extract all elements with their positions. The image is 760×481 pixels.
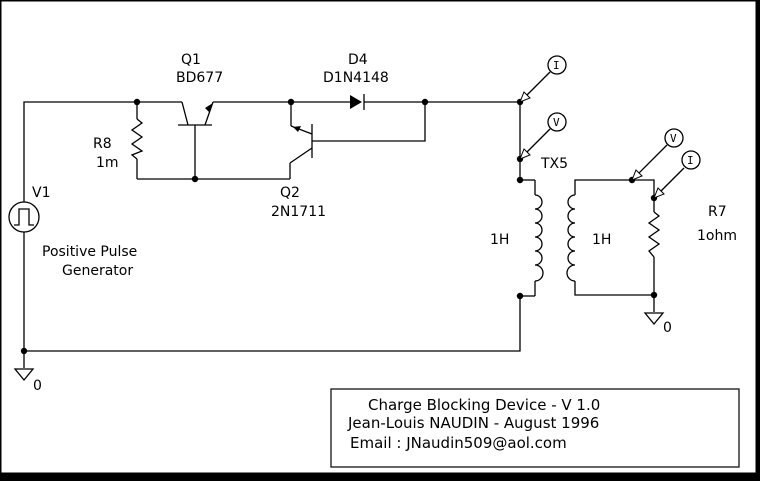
title-block: Charge Blocking Device - V 1.0 Jean-Loui… [330,388,740,468]
voltage-probe-secondary[interactable]: V [631,128,684,181]
q2-ref-label: Q2 [280,185,300,201]
current-probe-main-label: I [553,59,560,72]
current-probe-secondary-label: I [687,154,694,167]
r8-resistor-symbol[interactable] [130,118,144,160]
d4-diode-symbol[interactable] [350,94,365,110]
voltage-probe-main[interactable]: V [519,112,567,160]
tx5-secondary-label: 1H [592,232,611,248]
r8-ref-label: R8 [93,136,112,152]
ground-symbol-r7 [643,312,665,326]
title-block-line3: Email : JNaudin509@aol.com [350,434,567,452]
q1-part-label: BD677 [176,70,223,86]
ground-label-r7: 0 [663,320,672,336]
d4-part-label: D1N4148 [323,70,389,86]
r8-value-label: 1m [96,155,119,171]
v1-desc-line1: Positive Pulse [42,244,137,260]
voltage-probe-main-label: V [553,116,560,129]
title-block-line2: Jean-Louis NAUDIN - August 1996 [347,414,599,432]
title-block-line1: Charge Blocking Device - V 1.0 [368,396,600,414]
q1-ref-label: Q1 [181,52,201,68]
tx5-ref-label: TX5 [540,156,568,172]
tx5-transformer-symbol[interactable] [534,194,576,282]
voltage-probe-secondary-label: V [670,132,677,145]
r7-ref-label: R7 [708,204,727,220]
current-probe-secondary[interactable]: I [653,150,701,199]
v1-ref-label: V1 [32,185,50,201]
v1-desc-line2: Generator [62,263,133,279]
q2-part-label: 2N1711 [271,204,326,220]
junction-dots [20,98,658,355]
v1-source-symbol[interactable] [8,201,40,233]
d4-ref-label: D4 [348,52,368,68]
r7-value-label: 1ohm [697,228,737,244]
ground-label-v1: 0 [33,378,42,394]
q2-transistor-symbol[interactable] [289,124,313,164]
q1-transistor-symbol[interactable] [178,101,214,126]
current-probe-main[interactable]: I [519,55,567,103]
tx5-primary-label: 1H [490,232,509,248]
wires [23,101,655,368]
ground-symbol-v1 [13,368,35,382]
r7-resistor-symbol[interactable] [647,211,661,258]
